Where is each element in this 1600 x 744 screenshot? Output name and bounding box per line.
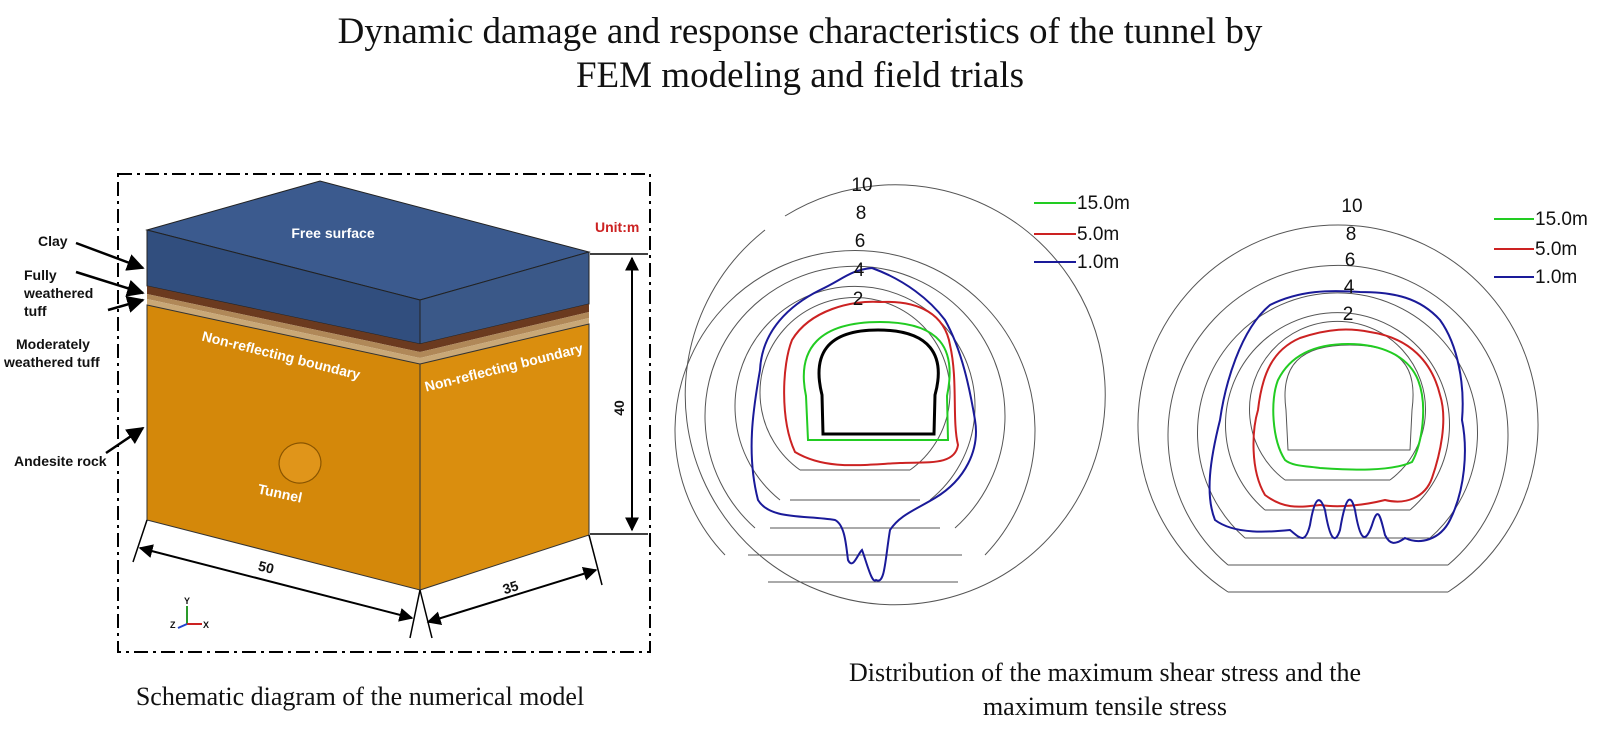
z-axis-letter: Z [170,620,176,630]
andesite-arrow [105,426,145,455]
z-axis-line [177,623,188,629]
shear-ring-label-10: 10 [851,175,872,196]
ring-2 [1249,320,1426,481]
shear-legend-label-15m: 15.0m [1077,193,1130,214]
front-fully-tuff-layer [147,294,420,358]
model-frame [117,173,651,653]
tensile-stress-diagram: 10 8 6 4 2 15.0m 5.0m 1.0m [1137,196,1588,593]
ring-10 [1137,224,1539,593]
page-title: Dynamic damage and response characterist… [0,10,1600,98]
tensile-legend-label-15m: 15.0m [1535,209,1588,230]
ring-8 [674,250,1036,556]
ring-6 [704,265,1006,529]
y-axis-letter: Y [184,596,190,606]
tensile-legend-label-1m: 1.0m [1535,267,1577,288]
fully-label-2: weathered [23,285,93,301]
title-line-1: Dynamic damage and response characterist… [337,11,1263,52]
tensile-ring-label-4: 4 [1344,277,1355,298]
ring-6 [1197,292,1478,539]
x-axis-letter: X [203,620,209,630]
ring-4 [1225,312,1450,511]
front-clay-layer [147,286,420,352]
stress-caption-line-1: Distribution of the maximum shear stress… [849,658,1361,687]
tensile-contour-1m [1208,290,1466,544]
depth-ext-left [419,589,433,639]
tunnel-shape [278,442,322,484]
shear-ring-label-2: 2 [853,289,864,310]
tensile-ring-label-2: 2 [1343,304,1354,325]
moderately-arrow [107,295,145,313]
shear-contour-5m [783,300,960,467]
model-caption: Schematic diagram of the numerical model [135,682,585,711]
ring-2 [759,297,951,471]
axis-triad: Y X Z [170,596,209,630]
ring-4 [734,285,976,501]
tensile-legend: 15.0m 5.0m 1.0m [1494,209,1588,288]
shear-stress-diagram: 10 8 6 4 2 15.0m 5.0m 1.0m [674,175,1130,606]
depth-ext-right [588,534,603,586]
tensile-ring-label-10: 10 [1341,196,1362,217]
shear-ring-label-4: 4 [854,260,865,281]
depth-value: 35 [501,577,521,597]
shear-legend: 15.0m 5.0m 1.0m [1034,193,1130,273]
ring-10 [684,184,1106,606]
width-dimension [138,544,414,622]
tensile-contour-15m [1272,342,1425,471]
free-surface-label: Free surface [291,225,374,241]
width-value: 50 [257,558,276,577]
shear-ring-label-6: 6 [855,231,866,252]
front-moderately-tuff-layer [147,299,420,364]
shear-legend-label-5m: 5.0m [1077,224,1119,245]
numerical-model: Free surface Non-reflecting boundary Non… [3,173,651,653]
stress-caption: Distribution of the maximum shear stress… [790,656,1420,724]
shear-ring-label-8: 8 [856,203,867,224]
shear-legend-label-1m: 1.0m [1077,252,1119,273]
unit-label: Unit:m [595,219,639,235]
side-fully-tuff-layer [420,312,589,358]
shear-contour-15m [802,320,951,441]
fully-label-3: tuff [24,303,47,319]
moderately-label-2: weathered tuff [3,354,100,370]
tensile-ring-label-8: 8 [1346,224,1357,245]
tensile-contour-5m [1252,328,1445,508]
side-moderately-tuff-layer [420,318,589,364]
moderately-label-1: Moderately [16,336,90,352]
tensile-ring-label-6: 6 [1345,250,1356,271]
andesite-label: Andesite rock [14,453,107,469]
shear-contour-1m [750,266,977,582]
side-clay-layer [420,304,589,352]
ring-8 [1167,264,1509,566]
width-ext-left [132,519,148,563]
tensile-legend-label-5m: 5.0m [1535,239,1577,260]
clay-arrow [75,241,145,271]
width-ext-right [409,589,421,639]
title-line-2: FEM modeling and field trials [575,55,1025,96]
clay-label: Clay [38,233,68,249]
depth-dimension [426,567,598,625]
fully-arrow [75,270,145,297]
tunnel-outline [1284,344,1414,451]
fully-label-1: Fully [24,267,57,283]
tunnel-outline [817,328,940,436]
stress-caption-line-2: maximum tensile stress [982,692,1228,721]
height-value: 40 [611,400,627,416]
